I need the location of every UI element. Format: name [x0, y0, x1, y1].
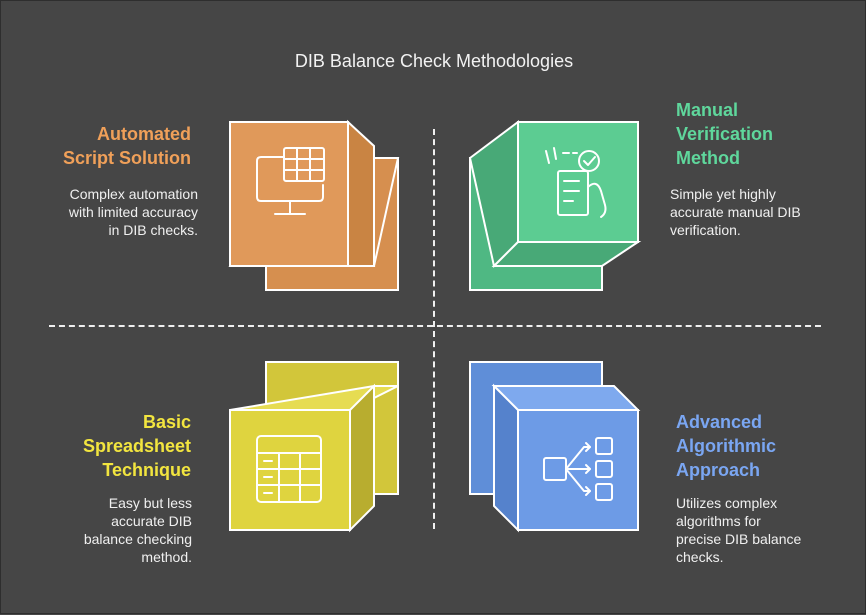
automated-cube-front-face: [229, 121, 349, 267]
spreadsheet-description: Easy but less accurate DIB balance check…: [21, 494, 192, 566]
algorithmic-cube-left-face: [493, 383, 519, 533]
spreadsheet-cube: [229, 361, 399, 533]
algorithmic-description-line: Utilizes complex: [676, 495, 778, 511]
manual-description-line: accurate manual DIB: [670, 204, 801, 220]
automated-cube: [228, 119, 400, 291]
manual-title-line: Method: [676, 148, 740, 168]
automated-cube-right-face: [347, 119, 375, 267]
algorithmic-title-line: Advanced: [676, 412, 763, 432]
spreadsheet-title-line: Technique: [102, 460, 191, 480]
algorithmic-description-line: algorithms for: [676, 513, 761, 529]
automated-title-line: Script Solution: [63, 148, 191, 168]
vertical-divider: [433, 129, 435, 529]
algorithmic-title-line: Algorithmic: [676, 436, 777, 456]
automated-description-line: in DIB checks.: [108, 222, 198, 238]
manual-title-line: Manual: [676, 100, 739, 120]
horizontal-divider: [49, 325, 821, 327]
algorithmic-cube: [469, 361, 641, 533]
manual-cube-bottom-face: [491, 241, 642, 267]
flow-branch-icon: [543, 437, 613, 501]
spreadsheet-description-line: balance checking: [83, 531, 192, 547]
spreadsheet-title-line: Basic: [142, 412, 191, 432]
manual-cube: [468, 120, 642, 291]
spreadsheet-description-line: Easy but less: [108, 495, 192, 511]
manual-description-line: verification.: [670, 222, 741, 238]
automated-description-line: Complex automation: [69, 186, 198, 202]
manual-title: Manual Verification Method: [676, 98, 846, 170]
automated-description: Complex automation with limited accuracy…: [21, 185, 198, 239]
manual-title-line: Verification: [676, 124, 774, 144]
automated-title: Automated Script Solution: [41, 122, 191, 170]
spreadsheet-description-line: method.: [141, 549, 192, 565]
spreadsheet-title-line: Spreadsheet: [82, 436, 191, 456]
algorithmic-title: Advanced Algorithmic Approach: [676, 410, 846, 482]
algorithmic-description-line: checks.: [676, 549, 724, 565]
spreadsheet-grid-icon: [256, 435, 322, 503]
checklist-hand-icon: [545, 147, 607, 218]
automated-title-line: Automated: [97, 124, 191, 144]
algorithmic-title-line: Approach: [676, 460, 761, 480]
algorithmic-description: Utilizes complex algorithms for precise …: [676, 494, 856, 566]
spreadsheet-cube-right-face: [349, 383, 375, 533]
manual-description: Simple yet highly accurate manual DIB ve…: [670, 185, 850, 239]
algorithmic-description-line: precise DIB balance: [676, 531, 802, 547]
manual-description-line: Simple yet highly: [670, 186, 776, 202]
spreadsheet-title: Basic Spreadsheet Technique: [41, 410, 191, 482]
automated-description-line: with limited accuracy: [68, 204, 198, 220]
spreadsheet-description-line: accurate DIB: [111, 513, 192, 529]
monitor-table-icon: [256, 147, 325, 215]
diagram-title: DIB Balance Check Methodologies: [294, 51, 574, 71]
